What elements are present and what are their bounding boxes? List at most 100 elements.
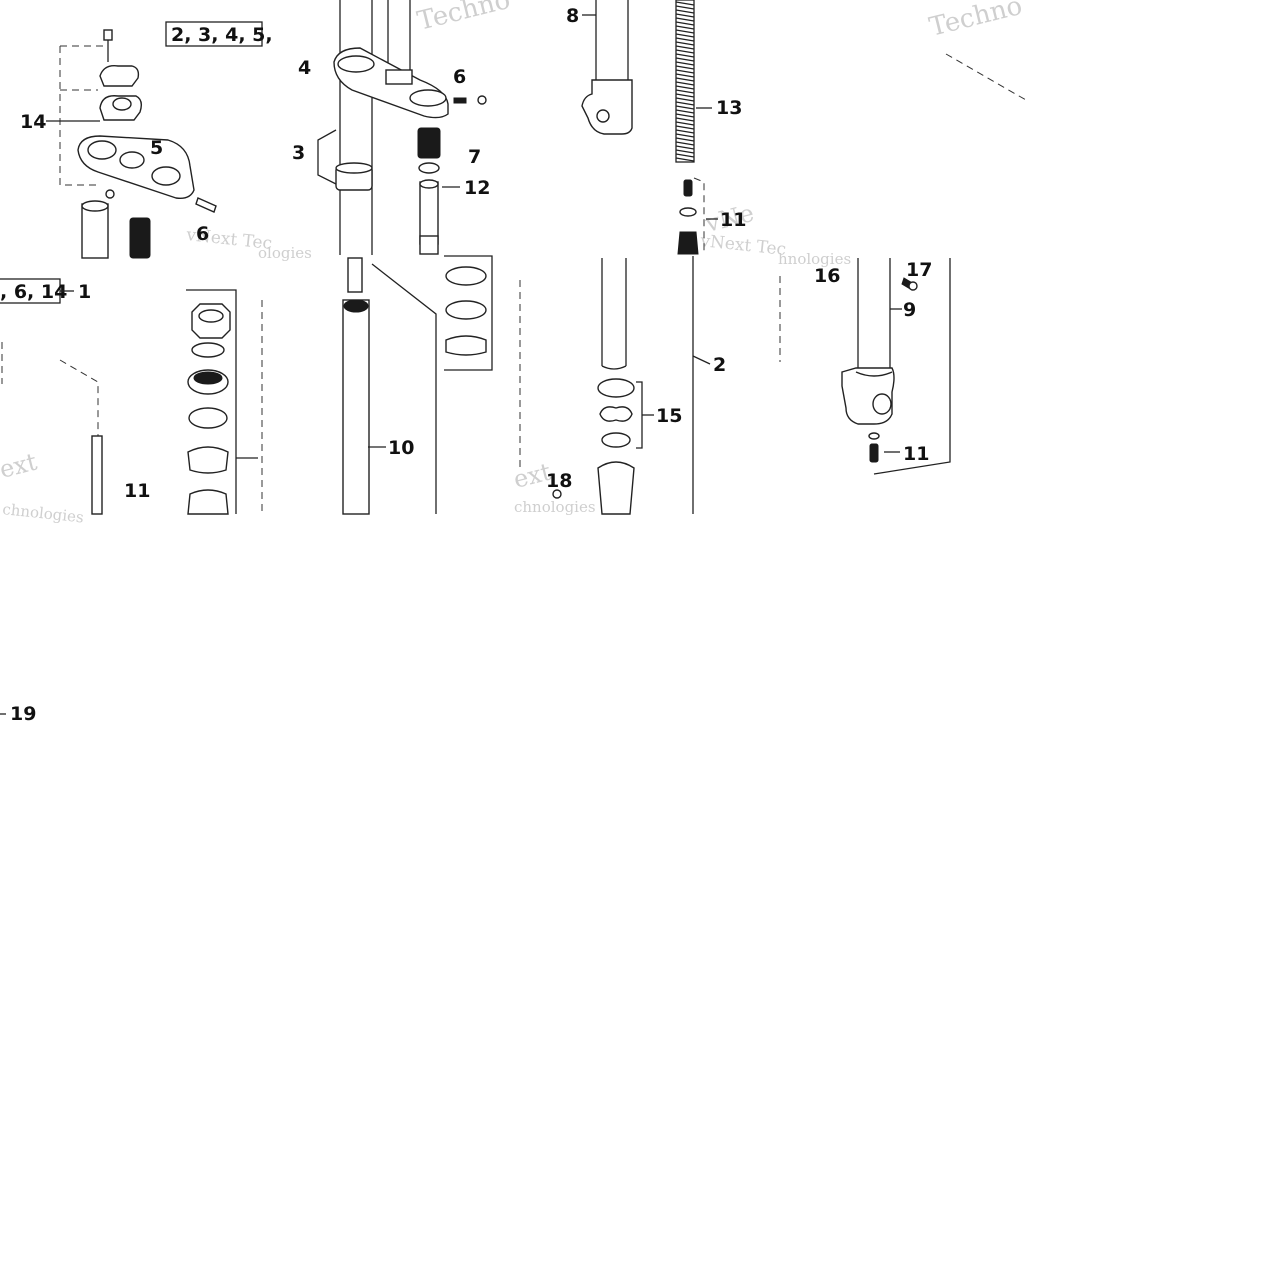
pinch-bolt [195,197,217,213]
axle-hole [596,109,610,123]
handlebar-clamp-top [99,65,140,87]
circlip [599,406,633,422]
damper-bolt [683,179,693,197]
steering-stem-thread [129,217,151,259]
watermark-text: chnologies [2,500,85,526]
fork-inner-tube [342,299,370,515]
bearing-race-inner [193,371,223,385]
o-ring [418,162,440,174]
callout-9: 9 [903,299,916,321]
callout-6: 6 [196,223,209,245]
fork-tube-section [385,69,413,85]
bushing [445,266,487,286]
spacer [419,181,439,245]
washer [191,342,225,358]
fork-spring-assembly: 8 13 11 [566,0,746,255]
bearing-cup [187,446,229,474]
axle-boss [872,393,892,415]
pinch-bolt [453,97,467,104]
fork-tube-top [81,203,109,259]
nut [477,95,487,105]
washer [868,432,880,440]
watermark-text: vNext Tec [698,231,787,260]
fork-leg-right-assembly: 16 17 9 11 [779,258,951,475]
fork-inner-tube-assembly: 10 [342,255,493,515]
watermark-text: hnologies [778,250,851,268]
callout-11: 11 [720,209,746,231]
fork-seal [417,127,441,159]
leader-line [945,53,1027,101]
callout-6: 6 [453,66,466,88]
callout-1: 1 [78,281,91,303]
fork-bore [87,140,117,160]
fork-tube-cap [81,200,109,212]
bolt [103,29,113,41]
callout-17: 17 [906,259,932,281]
reference-box-top [165,21,263,47]
callout-16: 16 [814,265,840,287]
watermark-text: Techno [414,0,513,37]
leader-bracket [693,177,705,254]
assembly-bracket [873,258,951,475]
assembly-bracket [371,263,437,514]
fork-leg-lower [581,79,633,135]
seal-cup [445,335,487,356]
spacer-cap [419,179,439,189]
callout-13: 13 [716,97,742,119]
bleed-screw [552,489,562,499]
fork-tube-opening [343,299,369,313]
damper-piston [677,231,699,255]
bushing [445,300,487,320]
callout-18: 18 [546,470,572,492]
reference-box-left-text: , 6, 14 [0,281,67,303]
callout-10: 10 [388,437,414,459]
washer [679,207,697,217]
leader-bracket [59,46,100,186]
callout-2: 2 [713,354,726,376]
callout-4: 4 [298,57,311,79]
fork-bore [151,166,181,186]
fork-tube-bottom [601,365,627,370]
callout-12: 12 [464,177,490,199]
fork-bottom-lip [855,371,893,377]
small-nut [105,189,115,199]
fork-collar-top [335,162,373,174]
clamp-hole [112,97,132,111]
stem-bore [119,151,145,169]
roller-bearing [188,407,228,429]
callout-19: 19 [10,703,36,725]
dust-seal [597,378,635,398]
bearing-bushing [187,489,229,515]
callout-15: 15 [656,405,682,427]
callout-14: 14 [20,111,46,133]
watermark-text: chnologies [514,498,596,516]
small-spring [419,235,439,255]
fork-inner-tube-top [347,257,363,293]
fork-bore [337,55,375,73]
fork-outer-tube-assembly: 15 2 18 [519,256,726,515]
leader-line [59,359,99,514]
screw-head [908,281,918,291]
assembly-bracket [636,381,643,449]
reference-box-top-text: 2, 3, 4, 5, [171,24,273,46]
axle-bolt [869,443,879,463]
fork-spring [675,0,695,163]
callout-11: 11 [903,443,929,465]
leader-bracket [317,129,337,185]
oil-seal [601,432,631,448]
fork-bore [409,89,447,107]
nut-bore [198,309,224,323]
watermark-text: ologies [258,244,312,262]
steering-bearing-assembly: , 6, 14 1 11 [0,278,263,515]
callout-3: 3 [292,142,305,164]
assembly-bracket [186,289,237,514]
steering-stem [91,435,103,515]
watermark-text: Techno [926,0,1025,43]
upper-triple-clamp-assembly: 14 5 6 2, 3, 4, 5, [20,21,273,259]
assembly-bracket [444,255,493,371]
callout-7: 7 [468,146,481,168]
callout-leader [692,355,711,365]
callout-8: 8 [566,5,579,27]
callout-5: 5 [150,137,163,159]
